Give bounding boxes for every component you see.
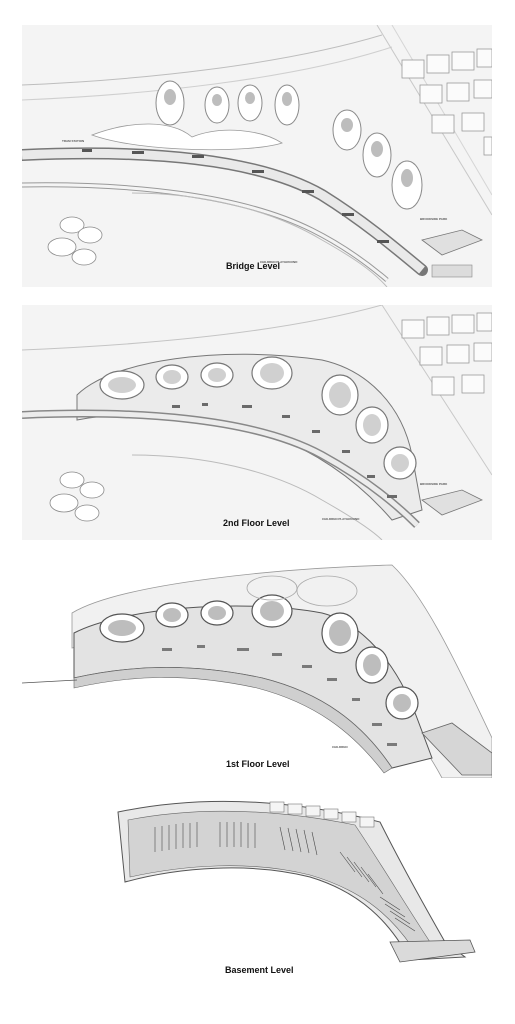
svg-text:BROOKSIDE PARK: BROOKSIDE PARK (420, 482, 448, 486)
interior-details (162, 645, 397, 746)
svg-text:CHILDREN PLAYGROUND: CHILDREN PLAYGROUND (322, 517, 360, 521)
basement-label: Basement Level (225, 965, 294, 975)
garden-islands-2 (49, 471, 105, 522)
deck-segments (82, 149, 389, 243)
city-blocks-2 (401, 312, 492, 396)
bridge-level-label: Bridge Level (226, 261, 281, 271)
pod-openings (164, 89, 413, 187)
panel-basement (100, 792, 480, 972)
pod-interiors-1 (108, 601, 411, 712)
svg-text:TRAM STATION: TRAM STATION (62, 139, 84, 143)
svg-text:CHILDREN: CHILDREN (332, 745, 348, 749)
svg-text:BROOKSIDE PARK: BROOKSIDE PARK (420, 217, 448, 221)
lawn-outlines (246, 575, 358, 607)
svg-text:CHILDREN PLAYGROUND: CHILDREN PLAYGROUND (260, 260, 298, 264)
pod-interiors (108, 363, 409, 472)
panel-first-floor: CHILDREN (22, 553, 492, 778)
second-floor-drawing: BROOKSIDE PARK CHILDREN PLAYGROUND (22, 305, 492, 540)
second-floor-label: 2nd Floor Level (223, 518, 290, 528)
city-blocks (401, 48, 492, 156)
first-floor-label: 1st Floor Level (226, 759, 290, 769)
basement-drawing (100, 792, 480, 972)
first-floor-drawing: CHILDREN (22, 553, 492, 778)
garden-islands (47, 216, 103, 266)
parking-bays (154, 822, 416, 932)
panel-bridge-level: TRAM STATION BROOKSIDE PARK CHILDREN PLA… (22, 25, 492, 287)
first-floor-pods (99, 594, 419, 720)
service-rooms (269, 801, 375, 828)
panel-second-floor: BROOKSIDE PARK CHILDREN PLAYGROUND (22, 305, 492, 540)
bridge-level-drawing: TRAM STATION BROOKSIDE PARK CHILDREN PLA… (22, 25, 492, 287)
furniture (172, 403, 397, 498)
